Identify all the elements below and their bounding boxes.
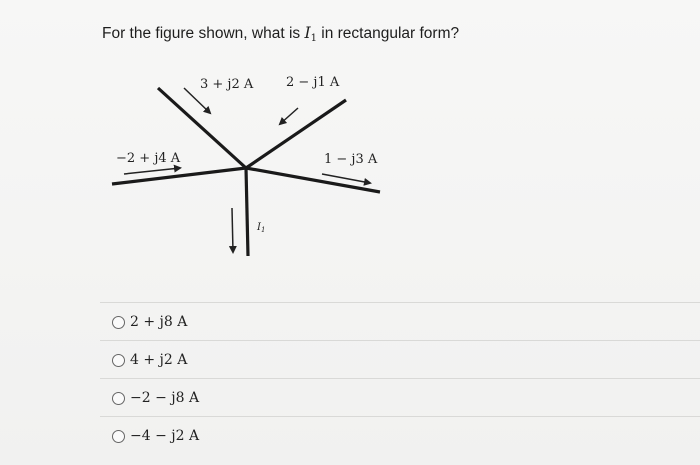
label-top-current: 3 + j2 A (200, 77, 254, 92)
label-left-current: −2 + j4 A (116, 151, 181, 166)
arrow-top (183, 87, 212, 115)
question-suffix: in rectangular form? (316, 25, 460, 42)
label-top-right-current: 2 − j1 A (286, 75, 340, 90)
answer-option-4[interactable]: −4 − j2 A (100, 416, 700, 455)
arrow-top-right (278, 107, 299, 126)
answer-option-2[interactable]: 4 + j2 A (100, 340, 700, 379)
wire-right (245, 166, 381, 194)
question-prefix: For the figure shown, what is (102, 25, 305, 42)
radio-button[interactable] (112, 429, 125, 443)
answer-label: −4 − j2 A (130, 428, 200, 444)
wire-bottom (244, 167, 250, 257)
question-variable: I1 (304, 24, 317, 44)
wire-top-right (245, 98, 347, 170)
circuit-node-figure: 3 + j2 A 2 − j1 A −2 + j4 A 1 − j3 A I1 (100, 68, 400, 258)
arrow-bottom (228, 207, 237, 254)
question-text: For the figure shown, what is I1 in rect… (102, 24, 459, 44)
answer-label: 2 + j8 A (130, 314, 188, 330)
label-i1: I1 (256, 222, 265, 234)
arrow-right (321, 173, 372, 186)
wire-left (111, 166, 247, 186)
answer-label: −2 − j8 A (130, 390, 200, 406)
radio-button[interactable] (112, 353, 125, 367)
wire-top-left (156, 86, 248, 170)
radio-button[interactable] (112, 315, 125, 329)
node-diagram: 3 + j2 A 2 − j1 A −2 + j4 A 1 − j3 A I1 (111, 75, 381, 257)
answer-option-3[interactable]: −2 − j8 A (100, 378, 700, 417)
answer-option-1[interactable]: 2 + j8 A (100, 302, 700, 341)
radio-button[interactable] (112, 391, 125, 405)
arrow-left (123, 164, 182, 175)
label-right-current: 1 − j3 A (324, 152, 378, 167)
answer-label: 4 + j2 A (130, 352, 188, 368)
